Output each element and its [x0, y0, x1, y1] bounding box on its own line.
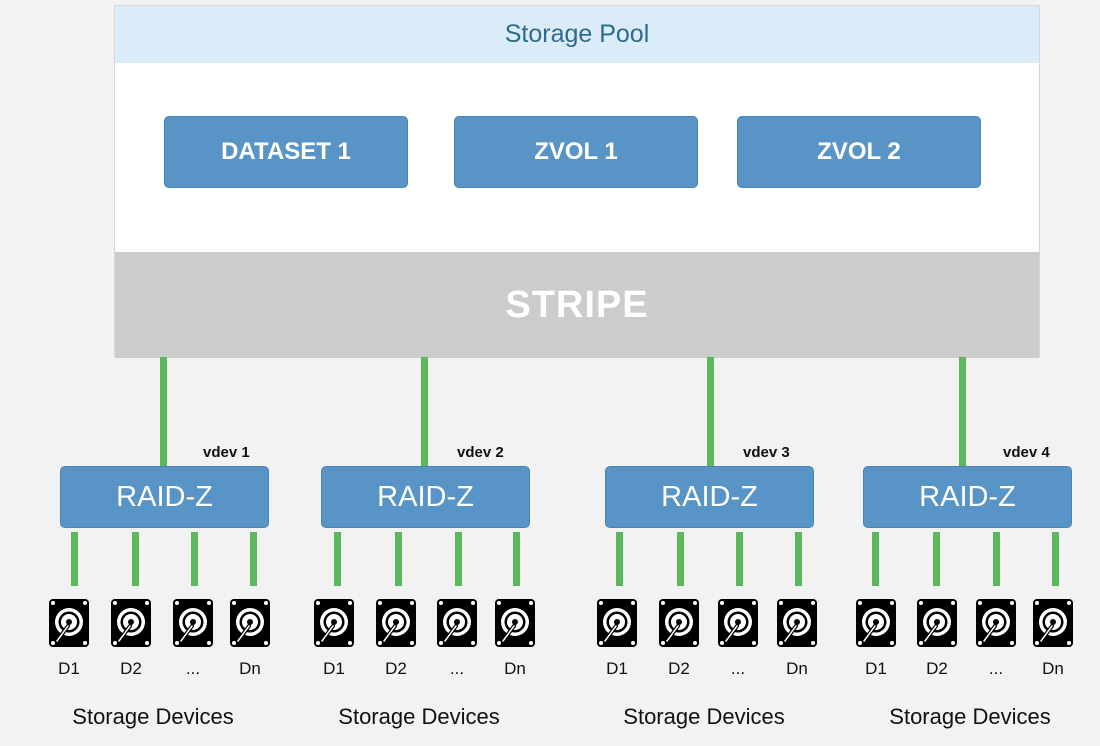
disk-label: ...: [185, 659, 201, 678]
disk-connector-line: [132, 532, 139, 586]
disk-label: D2: [668, 659, 690, 678]
disk-label: ...: [449, 659, 465, 678]
disk-connector-line: [455, 532, 462, 586]
disk-label: D1: [865, 659, 887, 678]
storage-devices-label: Storage Devices: [72, 704, 234, 729]
disk-connector-line: [250, 532, 257, 586]
raid-z-box: RAID-Z: [863, 466, 1072, 528]
disk-connector-line: [191, 532, 198, 586]
hard-drive-icon: [172, 598, 214, 648]
hard-drive-icon: [494, 598, 536, 648]
raid-z-box: RAID-Z: [321, 466, 530, 528]
vdev-label: vdev 4: [1003, 444, 1050, 461]
hard-drive-icon: [436, 598, 478, 648]
disk-label: Dn: [786, 659, 808, 678]
disk-connector-line: [334, 532, 341, 586]
zvol-2-box: ZVOL 2: [737, 116, 981, 188]
disk-label: Dn: [239, 659, 261, 678]
disk-connector-line: [1052, 532, 1059, 586]
hard-drive-icon: [48, 598, 90, 648]
disk-connector-line: [677, 532, 684, 586]
disk-label: Dn: [504, 659, 526, 678]
disk-label: Dn: [1042, 659, 1064, 678]
disk-label: D2: [385, 659, 407, 678]
disk-connector-line: [993, 532, 1000, 586]
storage-pool: Storage Pool DATASET 1 ZVOL 1 ZVOL 2 STR…: [114, 5, 1040, 358]
hard-drive-icon: [313, 598, 355, 648]
vdev-label: vdev 2: [457, 444, 504, 461]
disk-label: ...: [730, 659, 746, 678]
stripe-connector-line: [707, 357, 714, 466]
disk-label: D2: [926, 659, 948, 678]
storage-devices-label: Storage Devices: [623, 704, 785, 729]
storage-pool-title: Storage Pool: [115, 6, 1039, 63]
hard-drive-icon: [110, 598, 152, 648]
disk-label: ...: [988, 659, 1004, 678]
stripe-connector-line: [421, 357, 428, 466]
disk-label: D1: [606, 659, 628, 678]
disk-connector-line: [616, 532, 623, 586]
vdev-label: vdev 1: [203, 444, 250, 461]
disk-connector-line: [513, 532, 520, 586]
storage-devices-label: Storage Devices: [889, 704, 1051, 729]
hard-drive-icon: [658, 598, 700, 648]
disk-connector-line: [795, 532, 802, 586]
hard-drive-icon: [596, 598, 638, 648]
stripe-connector-line: [959, 357, 966, 466]
hard-drive-icon: [717, 598, 759, 648]
disk-label: D2: [120, 659, 142, 678]
dataset-1-box: DATASET 1: [164, 116, 408, 188]
disk-connector-line: [933, 532, 940, 586]
hard-drive-icon: [776, 598, 818, 648]
hard-drive-icon: [229, 598, 271, 648]
disk-connector-line: [395, 532, 402, 586]
hard-drive-icon: [975, 598, 1017, 648]
storage-devices-label: Storage Devices: [338, 704, 500, 729]
disk-connector-line: [872, 532, 879, 586]
disk-connector-line: [736, 532, 743, 586]
hard-drive-icon: [916, 598, 958, 648]
stripe-connector-line: [160, 357, 167, 466]
raid-z-box: RAID-Z: [60, 466, 269, 528]
hard-drive-icon: [855, 598, 897, 648]
stripe-bar: STRIPE: [115, 252, 1039, 358]
disk-connector-line: [71, 532, 78, 586]
disk-label: D1: [323, 659, 345, 678]
vdev-label: vdev 3: [743, 444, 790, 461]
disk-label: D1: [58, 659, 80, 678]
hard-drive-icon: [1032, 598, 1074, 648]
zvol-1-box: ZVOL 1: [454, 116, 698, 188]
hard-drive-icon: [375, 598, 417, 648]
raid-z-box: RAID-Z: [605, 466, 814, 528]
